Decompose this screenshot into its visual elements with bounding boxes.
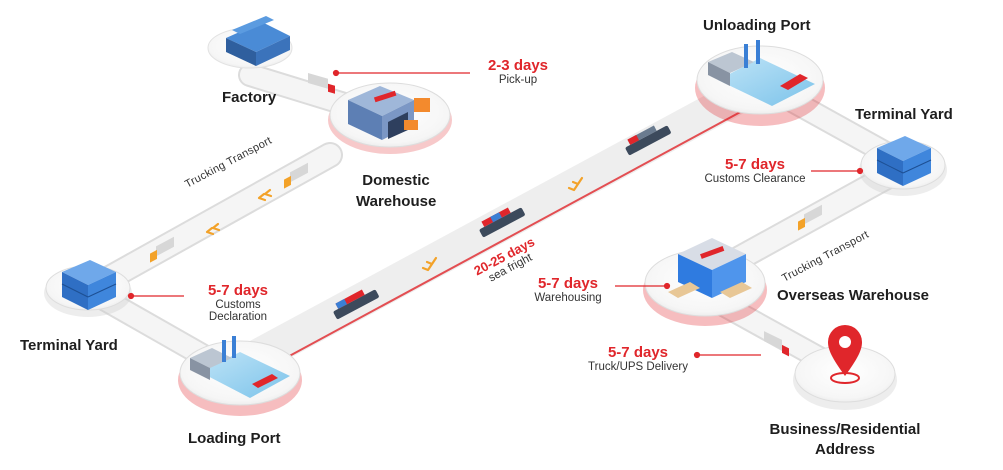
warehousing-step: 5-7 days Warehousing [522,275,614,304]
warehouse-icon [668,238,752,298]
truck-icon [284,162,308,189]
warehousing-time: 5-7 days [537,275,599,292]
container-stack-icon [61,260,117,310]
cargo-ship-icon [333,289,379,319]
customs-declaration-step: 5-7 days Customs Declaration [188,282,288,323]
truck-icon [798,204,822,231]
port-icon [190,336,290,398]
chevron-arrows-icon [205,176,584,272]
terminal-yard-left-label: Terminal Yard [20,337,118,354]
connectors [127,69,864,359]
overseas-warehouse-label: Overseas Warehouse [777,287,930,304]
customs-declaration-desc-2: Declaration [208,311,268,323]
delivery-time: 5-7 days [607,344,669,361]
customs-clearance-step: 5-7 days Customs Clearance [700,156,810,185]
cargo-ship-icon [625,125,671,155]
truck-icons [150,72,822,357]
factory-icon [226,16,290,66]
delivery-step: 5-7 days Truck/UPS Delivery [580,344,696,373]
port-icon [708,40,815,106]
location-pin-icon [828,325,862,384]
unloading-port-label: Unloading Port [703,17,811,34]
business-address-label: Business/Residential Address [769,421,921,458]
terminal-yard-right-label: Terminal Yard [855,106,953,123]
warehousing-desc: Warehousing [534,292,602,304]
loading-port-label: Loading Port [188,430,281,447]
customs-declaration-time: 5-7 days [207,282,269,299]
truck-icon [764,331,789,357]
delivery-desc: Truck/UPS Delivery [588,361,688,373]
domestic-warehouse-label: Domestic Warehouse [356,172,437,210]
factory-label: Factory [222,89,277,106]
customs-declaration-desc-1: Customs [215,299,261,311]
warehouse-icon [348,86,430,140]
truck-icon [308,72,335,94]
cargo-ship-icons [333,125,671,319]
cargo-ship-icon [479,207,525,237]
pickup-step: 2-3 days Pick-up [474,57,562,86]
pickup-time: 2-3 days [487,57,549,74]
pickup-desc: Pick-up [498,74,538,86]
customs-clearance-time: 5-7 days [724,156,786,173]
truck-icon [150,236,174,263]
customs-clearance-desc: Customs Clearance [704,173,806,185]
container-stack-icon [876,136,932,186]
